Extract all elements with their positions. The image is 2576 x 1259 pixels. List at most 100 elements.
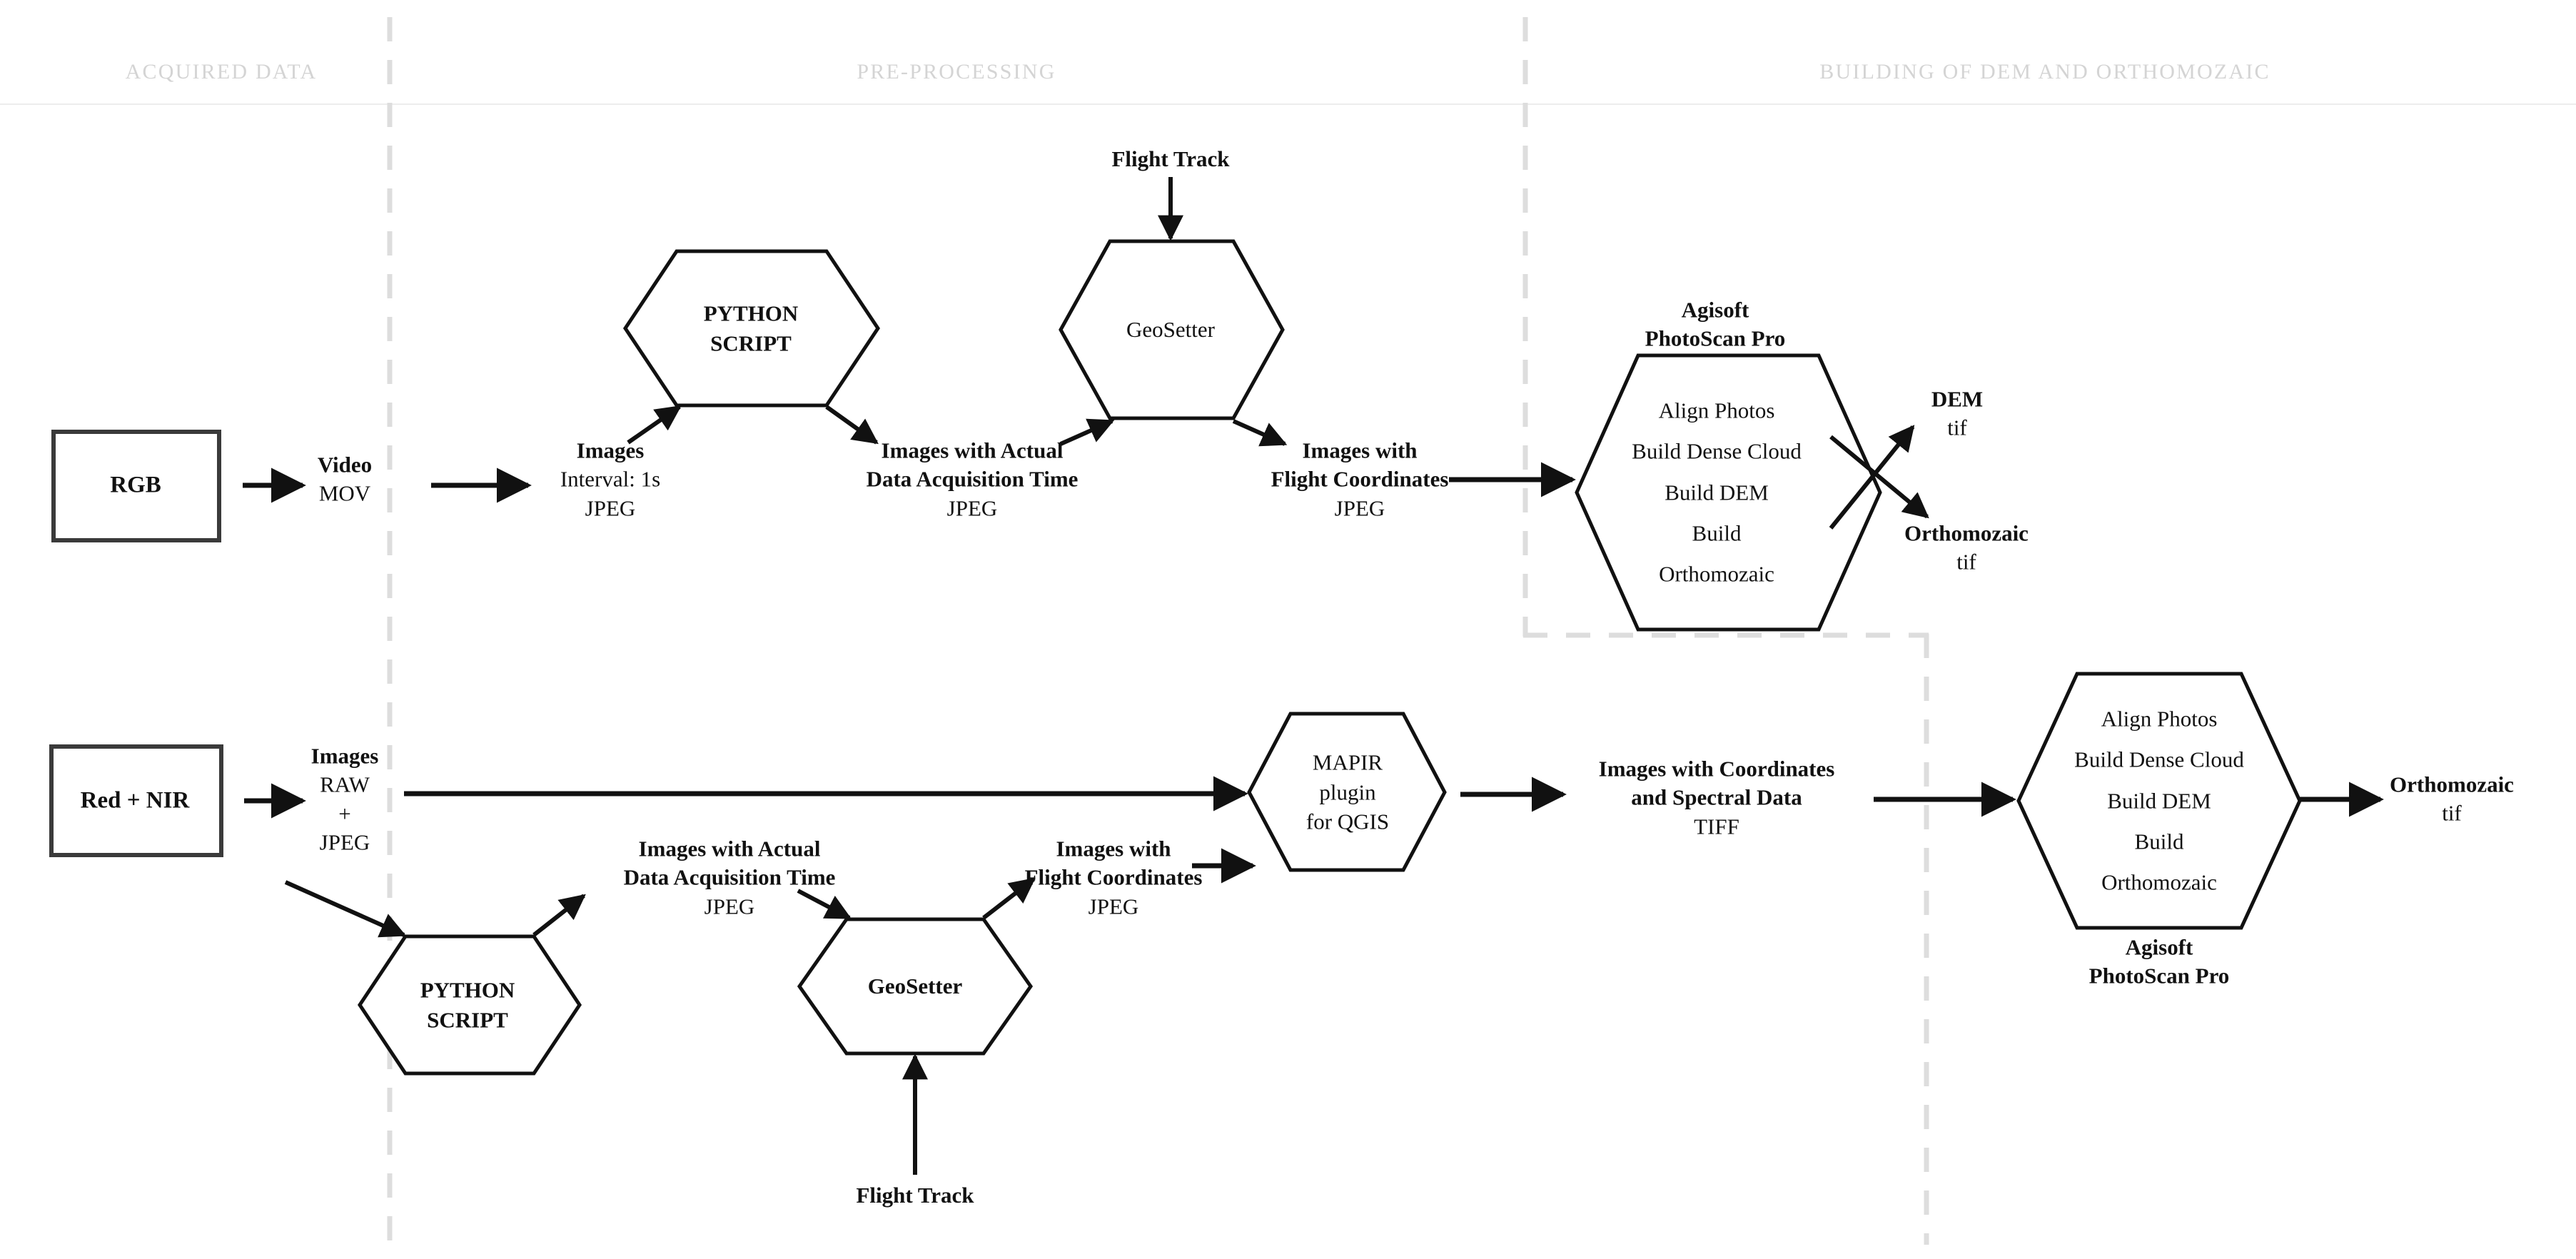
arrow-images-to-python-top (627, 405, 682, 445)
text-line-sub: JPEG (1088, 894, 1139, 919)
hexagon-python-script-bottom (357, 934, 582, 1076)
text-line: Build (2134, 829, 2184, 854)
text-line: GeoSetter (1126, 317, 1215, 343)
text-line: Orthomozaic (2390, 772, 2514, 797)
arrow-actual-time-to-geosetter-bottom (797, 889, 852, 920)
text-line-sub: MOV (318, 481, 371, 506)
text-line: Data Acquisition Time (623, 864, 836, 890)
text-line: Images (576, 438, 645, 463)
text-line: Orthomozaic (1904, 520, 2029, 546)
text-line: Flight Track (1111, 146, 1230, 171)
text-line: PhotoScan Pro (2088, 964, 2230, 989)
text-line-sub: tif (1947, 415, 1967, 440)
hexagon-agisoft-top (1575, 353, 1882, 632)
arrow-geosetter-bottom-to-flight-coords (982, 877, 1036, 920)
process-label-python-script-top: PYTHON SCRIPT (704, 298, 799, 358)
text-line: Flight Track (856, 1182, 974, 1208)
arrow-agisoft-top-to-orthomozaic (1829, 435, 1929, 519)
text-line: Images with Actual (881, 438, 1064, 463)
arrow-agisoft-top-to-dem (1829, 425, 1915, 530)
process-label-mapir-plugin: MAPIR plugin for QGIS (1306, 748, 1389, 837)
text-line: Flight Coordinates (1271, 466, 1449, 492)
text-line: Orthomozaic (1659, 562, 1774, 587)
process-label-geosetter-bottom: GeoSetter (868, 971, 963, 1001)
hexagon-mapir-plugin (1247, 712, 1447, 872)
text-line-sub: JPEG (585, 495, 636, 521)
text-line: Data Acquisition Time (866, 466, 1079, 492)
hexagon-python-script-top (622, 249, 881, 408)
text-line: Images with (1056, 836, 1171, 861)
text-line-sub: RAW (320, 772, 370, 797)
text-line: Flight Coordinates (1024, 864, 1203, 890)
process-label-geosetter-top: GeoSetter (1126, 315, 1215, 345)
source-box-red-nir (49, 744, 223, 857)
text-line: plugin (1319, 779, 1376, 805)
arrow-python-top-to-actual-time (825, 405, 879, 445)
source-label-red-nir: Red + NIR (80, 787, 190, 814)
text-line-sub: tif (1956, 550, 1976, 575)
text-line: and Spectral Data (1631, 784, 1802, 810)
text-line-sub: JPEG (946, 495, 998, 521)
text-line: GeoSetter (867, 974, 963, 999)
text-line-sub: + (338, 801, 351, 826)
text-line: PYTHON (703, 300, 799, 326)
hexagon-agisoft-bottom (2016, 672, 2302, 930)
text-line: Agisoft (1681, 297, 1749, 323)
text-line-sub: TIFF (1694, 814, 1739, 839)
text-line: Build DEM (2107, 788, 2211, 814)
text-line: Align Photos (2101, 706, 2218, 732)
arrow-python-bottom-to-actual-time (532, 894, 586, 937)
text-line: Agisoft (2125, 934, 2193, 960)
input-label-flight-track-top: Flight Track (1111, 145, 1229, 173)
text-line: Build DEM (1665, 480, 1769, 505)
text-line: Align Photos (1658, 398, 1775, 423)
text-line-sub: JPEG (1334, 495, 1385, 521)
phase-heading-acquired-data: ACQUIRED DATA (125, 60, 318, 84)
text-line-sub: Interval: 1s (560, 466, 661, 492)
hexagon-geosetter-top (1059, 239, 1285, 420)
output-label-orthomozaic-top: Orthomozaic tif (1904, 520, 2029, 577)
text-line: Build (1692, 520, 1742, 546)
text-line: Images (310, 743, 379, 769)
arrow-actual-time-to-geosetter-top (1059, 418, 1115, 446)
text-line: Images with (1302, 438, 1418, 463)
text-line: PhotoScan Pro (1645, 326, 1786, 351)
source-box-rgb (51, 430, 221, 542)
text-line: Build Dense Cloud (2074, 747, 2244, 772)
text-line: MAPIR (1312, 749, 1383, 775)
text-line-sub: JPEG (704, 894, 755, 919)
text-line: Images with Coordinates (1598, 756, 1835, 782)
phase-heading-building-dem-orthomozaic: BUILDING OF DEM AND ORTHOMOZAIC (1819, 60, 2271, 84)
input-label-flight-track-bottom: Flight Track (856, 1181, 974, 1210)
arrow-images-to-python-bottom (284, 880, 407, 938)
text-line: SCRIPT (710, 330, 792, 355)
text-line-sub: JPEG (319, 829, 370, 855)
text-line: PYTHON (420, 977, 515, 1003)
source-label-rgb: RGB (110, 472, 161, 498)
text-line: for QGIS (1305, 809, 1390, 834)
text-line: Video (317, 452, 373, 477)
arrow-geosetter-top-to-flight-coords (1232, 419, 1288, 447)
text-line: Images with Actual (638, 836, 821, 861)
text-line: Build Dense Cloud (1632, 438, 1802, 464)
phase-heading-pre-processing: PRE-PROCESSING (857, 60, 1056, 84)
